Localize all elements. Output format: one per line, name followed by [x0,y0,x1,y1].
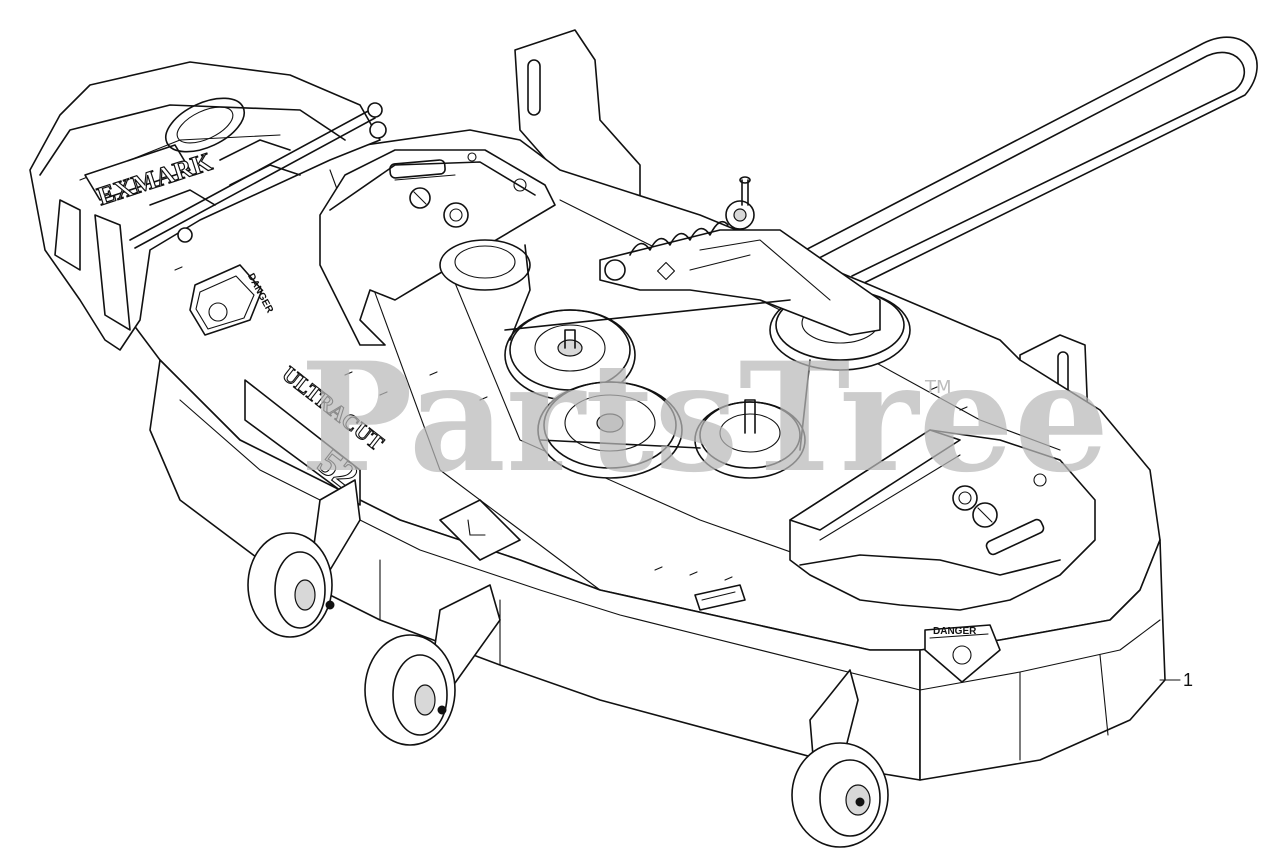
right-belt-cover [789,429,1096,611]
gauge-wheel-1 [247,532,335,638]
deck-decal-label [694,584,746,611]
deck-belt [504,244,811,451]
watermark-text: PartsTree [300,330,1109,506]
left-spindle-cover: EXMARK [29,61,387,351]
callout-1: 1 [1159,670,1193,690]
pulley-front-left [537,381,683,479]
idler-arm [599,176,881,336]
drive-belt [789,36,1258,286]
pulley-front-right [694,399,806,479]
gauge-wheel-2 [364,634,456,746]
left-belt-cover [319,149,556,346]
danger-decal-right: DANGER [924,624,1001,683]
gauge-wheel-3 [791,742,889,848]
callout-1-label: 1 [1183,670,1193,690]
watermark-tm: TM [924,377,952,398]
pulley-rear [439,239,531,291]
watermark: PartsTree TM [300,330,1109,506]
danger-decal-right-text: DANGER [933,626,977,637]
deck-decal-square [439,499,521,561]
